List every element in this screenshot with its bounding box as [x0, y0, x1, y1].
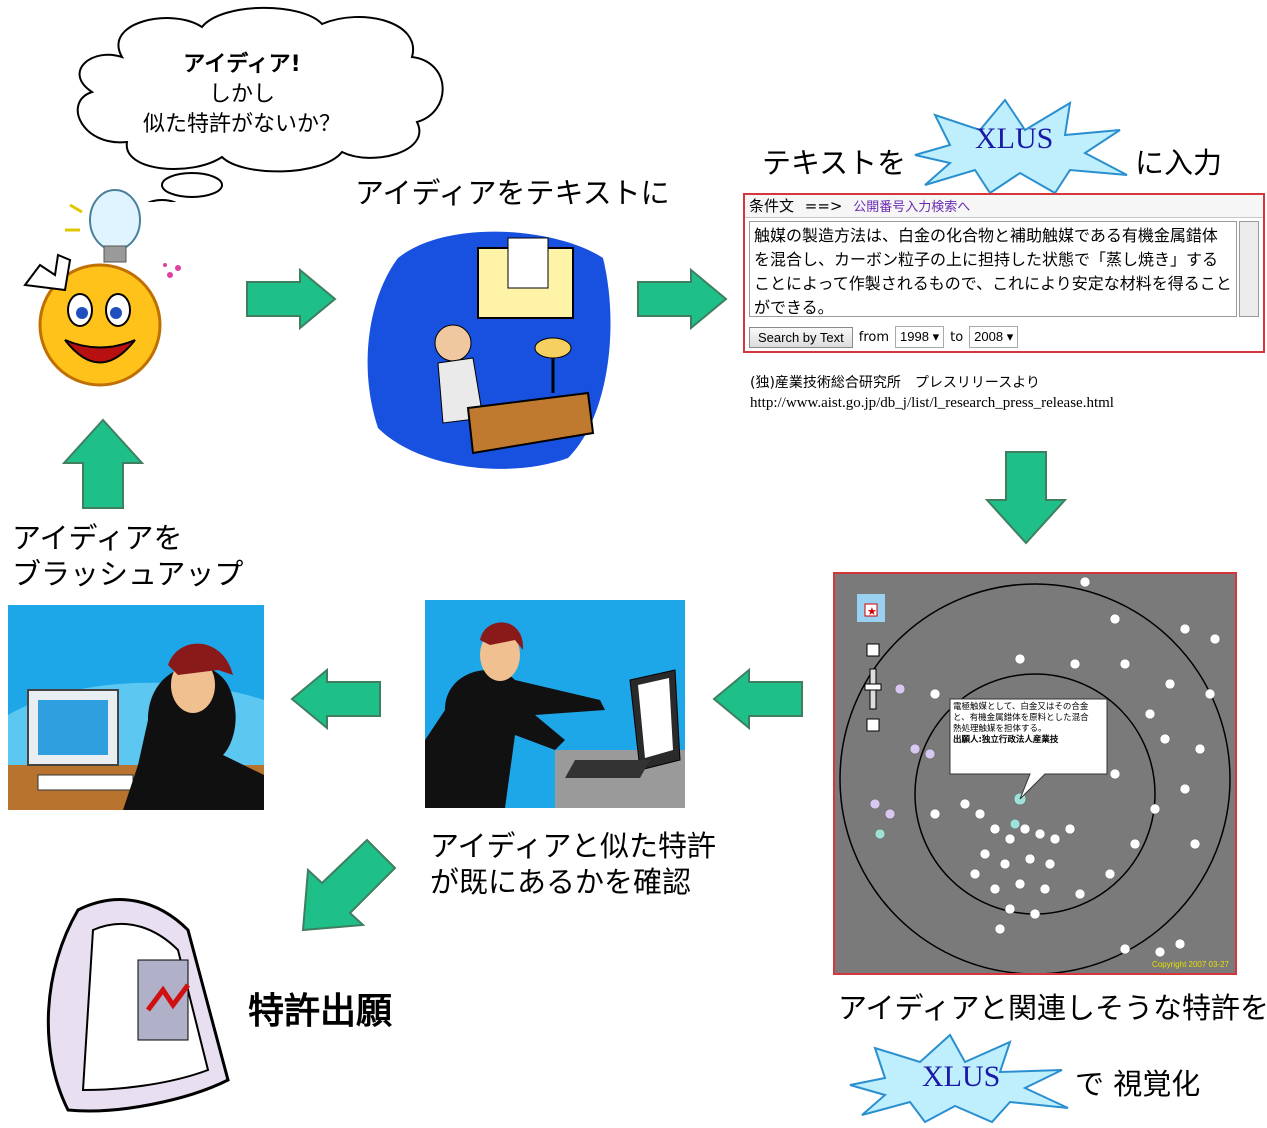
source-url: http://www.aist.go.jp/db_j/list/l_resear… [750, 395, 1114, 411]
caption-confirm-line-1: アイディアと似た特許 [430, 829, 716, 863]
from-year-value: 1998 [900, 329, 929, 344]
from-year-select[interactable]: 1998 ▾ [895, 326, 945, 348]
search-panel: 条件文 ==> 公開番号入力検索へ 触媒の製造方法は、白金の化合物と補助触媒であ… [743, 193, 1265, 353]
arrow-right-2-icon [637, 268, 728, 330]
caption-confirm: アイディアと似た特許 が既にあるかを確認 [430, 828, 716, 900]
xlus-starburst-top [914, 98, 1128, 195]
thought-line-2: しかし [208, 82, 275, 107]
from-label: from [858, 329, 890, 345]
search-controls: Search by Text from 1998 ▾ to 2008 ▾ [749, 325, 1019, 349]
patent-popup-bubble [949, 698, 1108, 800]
woman-thinking-at-computer-icon [8, 605, 264, 810]
patent-popup-text: 電極触媒として、白金又はその合金と、有機金属錯体を原料とした混合熱処理触媒を担体… [953, 702, 1089, 734]
caption-brushup: アイディアを ブラッシュアップ [12, 520, 243, 592]
source-line-1: (独)産業技術総合研究所 プレスリリースより [750, 375, 1040, 391]
patent-popup: 電極触媒として、白金又はその合金と、有機金属錯体を原料とした混合熱処理触媒を担体… [953, 702, 1093, 746]
caption-input-prefix: テキストを [762, 146, 907, 180]
arrow-up-icon [62, 418, 144, 509]
caption-visualize-suffix: で 視覚化 [1075, 1067, 1201, 1101]
thought-bubble [76, 6, 444, 202]
patent-document-icon [46, 898, 230, 1113]
xlus-label-top: XLUS [975, 122, 1054, 155]
arrow-left-2-icon [712, 668, 803, 730]
thought-bubble-text: アイディア! しかし 似た特許がないか？ [92, 50, 392, 140]
caption-brushup-line-1: アイディアを [12, 521, 183, 555]
thought-line-3: 似た特許がないか？ [142, 112, 341, 137]
search-text-scrollbar[interactable] [1239, 221, 1259, 317]
search-panel-header: 条件文 ==> 公開番号入力検索へ [745, 195, 1263, 218]
search-header-arrow: ==> [804, 197, 843, 215]
arrow-down-left-icon [301, 838, 397, 932]
caption-visualize-line-1: アイディアと関連しそうな特許を [838, 991, 1267, 1025]
map-navigation-control[interactable]: ★ [857, 594, 885, 732]
to-year-select[interactable]: 2008 ▾ [969, 326, 1019, 348]
xlus-label-bottom: XLUS [922, 1060, 1001, 1093]
search-by-text-button[interactable]: Search by Text [749, 326, 853, 348]
visualization-panel: ★ 電極触媒として、白金又はその合金と、有機金属錯体を原料とした混合熱処理触媒を… [833, 572, 1237, 975]
arrow-down-icon [985, 451, 1067, 545]
patent-dots[interactable] [929, 576, 1221, 958]
writer-at-desk-icon [367, 231, 611, 469]
arrow-right-1-icon [246, 268, 337, 330]
to-year-value: 2008 [974, 329, 1004, 344]
caption-input-suffix: に入力 [1135, 146, 1223, 180]
thought-line-1: アイディア! [183, 52, 301, 77]
arrow-left-1-icon [290, 668, 381, 730]
source-note: (独)産業技術総合研究所 プレスリリースより http://www.aist.g… [750, 373, 1114, 413]
caption-brushup-line-2: ブラッシュアップ [12, 557, 244, 591]
smiley-lightbulb-icon [23, 189, 181, 387]
publication-number-search-link[interactable]: 公開番号入力検索へ [853, 200, 971, 215]
search-header-label: 条件文 [749, 197, 795, 215]
xlus-starburst-bottom [849, 1033, 1069, 1124]
woman-pointing-at-laptop-icon [425, 600, 685, 808]
copyright-label: Copyright 2007 03-27 [1152, 960, 1229, 969]
svg-text:★: ★ [867, 605, 877, 618]
to-label: to [950, 329, 964, 345]
caption-confirm-line-2: が既にあるかを確認 [430, 865, 692, 899]
caption-patent-application: 特許出願 [248, 991, 393, 1032]
caption-idea-to-text: アイディアをテキストに [355, 176, 670, 210]
patent-map[interactable]: ★ [835, 574, 1235, 973]
patent-popup-applicant: 出願人:独立行政法人産業技 [953, 735, 1059, 745]
search-text-area[interactable]: 触媒の製造方法は、白金の化合物と補助触媒である有機金属錯体を混合し、カーボン粒子… [749, 221, 1237, 317]
